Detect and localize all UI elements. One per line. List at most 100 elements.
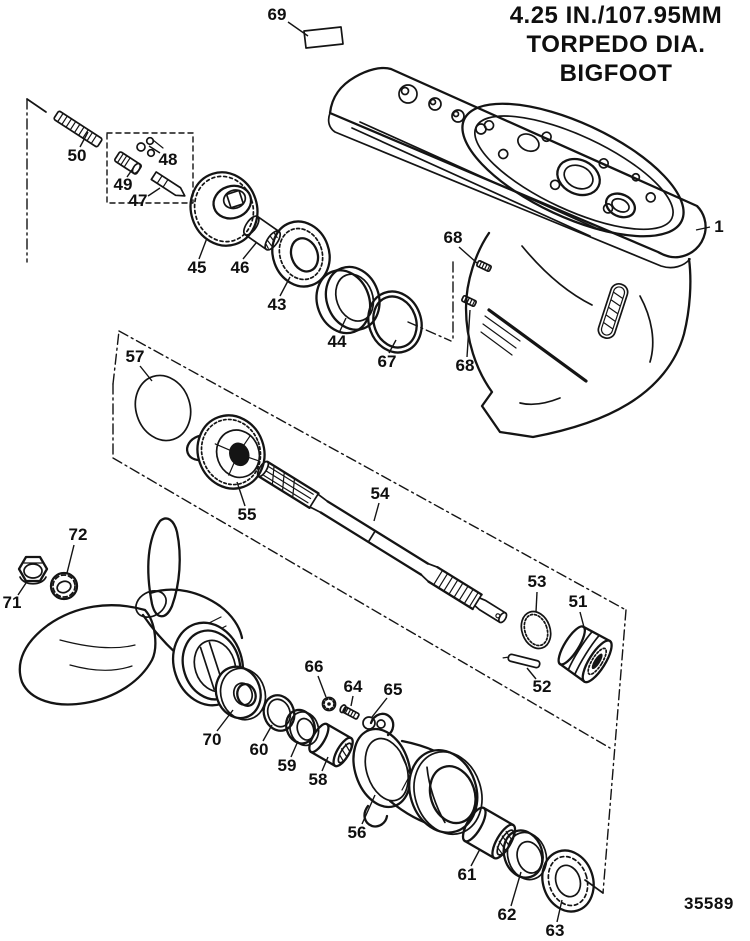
title-line-2: TORPEDO DIA. — [526, 31, 706, 58]
title-line-3: BIGFOOT — [559, 60, 673, 87]
leader-line-70 — [216, 709, 234, 732]
leader-line-47 — [147, 187, 161, 197]
callout-43: 43 — [267, 295, 287, 314]
callout-68: 68 — [443, 228, 463, 247]
part-68-pin-upper — [476, 259, 492, 273]
part-72-tab-washer — [49, 571, 79, 601]
callout-46: 46 — [230, 258, 250, 277]
leader-line-50 — [79, 131, 89, 148]
leader-line-48 — [148, 145, 161, 154]
callout-1: 1 — [714, 217, 724, 236]
leader-line-51 — [579, 611, 586, 632]
leader-line-68 — [466, 309, 471, 358]
part-52-pin — [502, 653, 541, 669]
leader-line-53 — [535, 591, 538, 613]
callout-72: 72 — [68, 525, 88, 544]
part-64-screw — [339, 704, 360, 720]
callout-57: 57 — [125, 347, 145, 366]
part-69-plug — [303, 26, 344, 49]
leader-line-55 — [236, 481, 246, 507]
leader-line-46 — [242, 242, 257, 260]
leader-line-60 — [262, 724, 273, 742]
callout-49: 49 — [113, 175, 133, 194]
part-51-coupler — [557, 625, 613, 684]
part-71-prop-nut — [17, 555, 49, 585]
callout-61: 61 — [457, 865, 477, 884]
part-1-gear-housing — [327, 66, 707, 439]
drawing-number: 35589 — [684, 894, 734, 913]
leader-line-65 — [371, 697, 388, 718]
leader-line-62 — [510, 871, 522, 907]
title-line-1: 4.25 IN./107.95MM — [509, 2, 723, 29]
part-66-tab-nut — [321, 696, 337, 712]
part-60-seal — [262, 694, 296, 732]
part-59-ring — [285, 708, 320, 747]
callout-56: 56 — [347, 823, 367, 842]
part-propeller — [18, 517, 244, 707]
leader-line-59 — [290, 740, 299, 758]
leader-line-71 — [17, 582, 27, 596]
leader-line-58 — [321, 756, 329, 772]
leader-line-64 — [350, 695, 354, 707]
part-55-gear — [185, 414, 266, 490]
leader-line-61 — [470, 848, 481, 867]
callout-52: 52 — [532, 677, 552, 696]
leader-line-63 — [556, 899, 563, 923]
leader-line-68 — [458, 246, 478, 264]
part-57-o-ring — [134, 374, 192, 442]
part-58-needle-bearing — [308, 722, 354, 768]
callout-63: 63 — [545, 921, 565, 940]
part-54-prop-shaft — [256, 460, 508, 624]
leader-lines — [17, 21, 711, 923]
leader-line-66 — [317, 675, 327, 698]
callout-50: 50 — [67, 146, 87, 165]
part-56-bearing-carrier — [352, 712, 483, 836]
callout-51: 51 — [568, 592, 588, 611]
callout-59: 59 — [277, 756, 297, 775]
leader-line-57 — [139, 365, 153, 382]
leader-line-45 — [198, 237, 208, 260]
diagram-title: 4.25 IN./107.95MM TORPEDO DIA. BIGFOOT — [468, 1, 750, 88]
callout-58: 58 — [308, 770, 328, 789]
leader-line-49 — [126, 166, 135, 178]
callout-53: 53 — [527, 572, 547, 591]
part-62-washer — [502, 829, 548, 881]
leader-line-67 — [388, 339, 397, 354]
leader-line-43 — [279, 276, 291, 297]
part-67-o-ring — [367, 290, 423, 354]
boundary-lines — [26, 98, 627, 894]
leader-line-1 — [695, 226, 711, 231]
callout-70: 70 — [202, 730, 222, 749]
leader-line-52 — [526, 667, 537, 680]
callout-62: 62 — [497, 905, 517, 924]
callout-65: 65 — [383, 680, 403, 699]
part-70-thrust-washer — [214, 665, 267, 721]
part-45-forward-gear — [189, 171, 259, 247]
leader-line-44 — [338, 317, 347, 334]
callout-45: 45 — [187, 258, 207, 277]
callout-44: 44 — [327, 332, 347, 351]
leader-line-54 — [373, 502, 380, 522]
callout-67: 67 — [377, 352, 397, 371]
part-68-pin-lower — [461, 294, 477, 308]
callout-64: 64 — [343, 677, 363, 696]
part-53-o-ring — [520, 610, 552, 650]
leader-line-72 — [66, 544, 75, 574]
callout-71: 71 — [2, 593, 22, 612]
callout-69: 69 — [267, 5, 287, 24]
callout-68: 68 — [455, 356, 475, 375]
callout-60: 60 — [249, 740, 269, 759]
part-43-tapered-bearing — [271, 220, 331, 288]
part-group-47-48-49 — [106, 132, 194, 204]
leader-line-69 — [287, 21, 309, 37]
callout-54: 54 — [370, 484, 390, 503]
part-63-thrust-bearing — [541, 849, 595, 913]
part-50-stud — [53, 110, 103, 148]
callout-48: 48 — [158, 150, 178, 169]
callout-47: 47 — [128, 191, 148, 210]
leader-line-56 — [361, 794, 376, 825]
part-44-bearing-race — [315, 265, 381, 335]
callout-55: 55 — [237, 505, 257, 524]
